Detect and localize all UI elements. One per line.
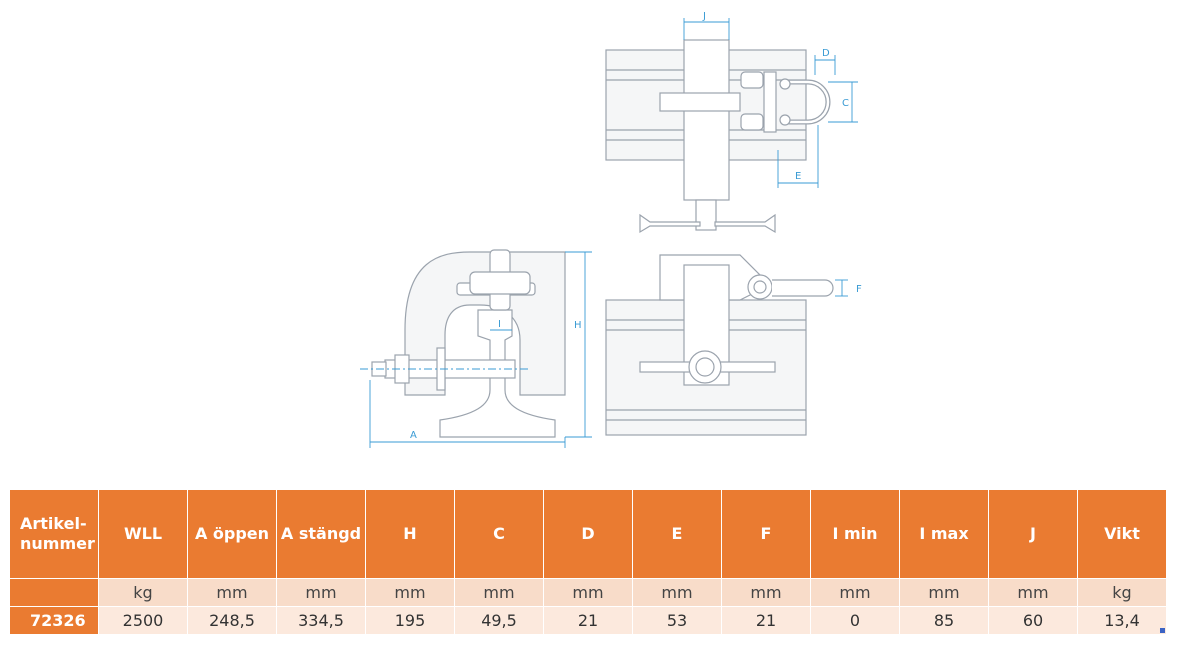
header-a-oppen: A öppen [187, 489, 277, 579]
header-artikel-line1: Artikel- [20, 514, 87, 533]
dim-label-d: D [822, 48, 830, 59]
table-row: 72326 2500 248,5 334,5 195 49,5 21 53 21… [9, 606, 1167, 635]
dim-label-j: J [702, 11, 706, 22]
header-c: C [454, 489, 544, 579]
value-cell-d: 21 [543, 606, 633, 635]
value-cell-f: 21 [721, 606, 811, 635]
value-cell-c: 49,5 [454, 606, 544, 635]
dim-label-f: F [856, 284, 862, 295]
unit-cell: mm [988, 578, 1078, 607]
header-artikel-line2: nummer [20, 534, 95, 553]
header-wll: WLL [98, 489, 188, 579]
unit-cell: mm [899, 578, 989, 607]
spec-table: Artikel-nummer WLL A öppen A stängd H C … [9, 489, 1167, 635]
unit-cell: mm [721, 578, 811, 607]
technical-drawing: J D C E H A I F [360, 11, 862, 448]
resize-handle [1160, 628, 1165, 633]
article-number-cell: 72326 [9, 606, 99, 635]
top-view [605, 39, 831, 234]
unit-cell: mm [810, 578, 900, 607]
header-f: F [721, 489, 811, 579]
header-i-min: I min [810, 489, 900, 579]
value-cell-vikt: 13,4 [1077, 606, 1167, 635]
value-cell-h: 195 [365, 606, 455, 635]
unit-cell: mm [543, 578, 633, 607]
unit-cell: mm [276, 578, 366, 607]
units-row: kg mm mm mm mm mm mm mm mm mm mm kg [9, 578, 1167, 607]
value-cell-j: 60 [988, 606, 1078, 635]
header-h: H [365, 489, 455, 579]
dim-label-a: A [410, 430, 417, 441]
dim-label-e: E [795, 171, 801, 182]
dim-label-i: I [498, 319, 501, 330]
front-view [605, 254, 834, 436]
value-cell-wll: 2500 [98, 606, 188, 635]
unit-cell: kg [1077, 578, 1167, 607]
header-j: J [988, 489, 1078, 579]
header-d: D [543, 489, 633, 579]
header-a-stangd: A stängd [276, 489, 366, 579]
dim-label-h: H [574, 320, 582, 331]
unit-cell [9, 578, 99, 607]
value-cell-i-max: 85 [899, 606, 989, 635]
value-cell-a-oppen: 248,5 [187, 606, 277, 635]
unit-cell: mm [187, 578, 277, 607]
value-cell-a-stangd: 334,5 [276, 606, 366, 635]
unit-cell: mm [632, 578, 722, 607]
unit-cell: kg [98, 578, 188, 607]
unit-cell: mm [365, 578, 455, 607]
header-i-max: I max [899, 489, 989, 579]
dim-label-c: C [842, 98, 849, 109]
side-view [371, 249, 566, 438]
header-artikelnummer: Artikel-nummer [9, 489, 99, 579]
value-cell-e: 53 [632, 606, 722, 635]
value-cell-i-min: 0 [810, 606, 900, 635]
header-vikt: Vikt [1077, 489, 1167, 579]
header-e: E [632, 489, 722, 579]
unit-cell: mm [454, 578, 544, 607]
header-row: Artikel-nummer WLL A öppen A stängd H C … [9, 489, 1167, 579]
